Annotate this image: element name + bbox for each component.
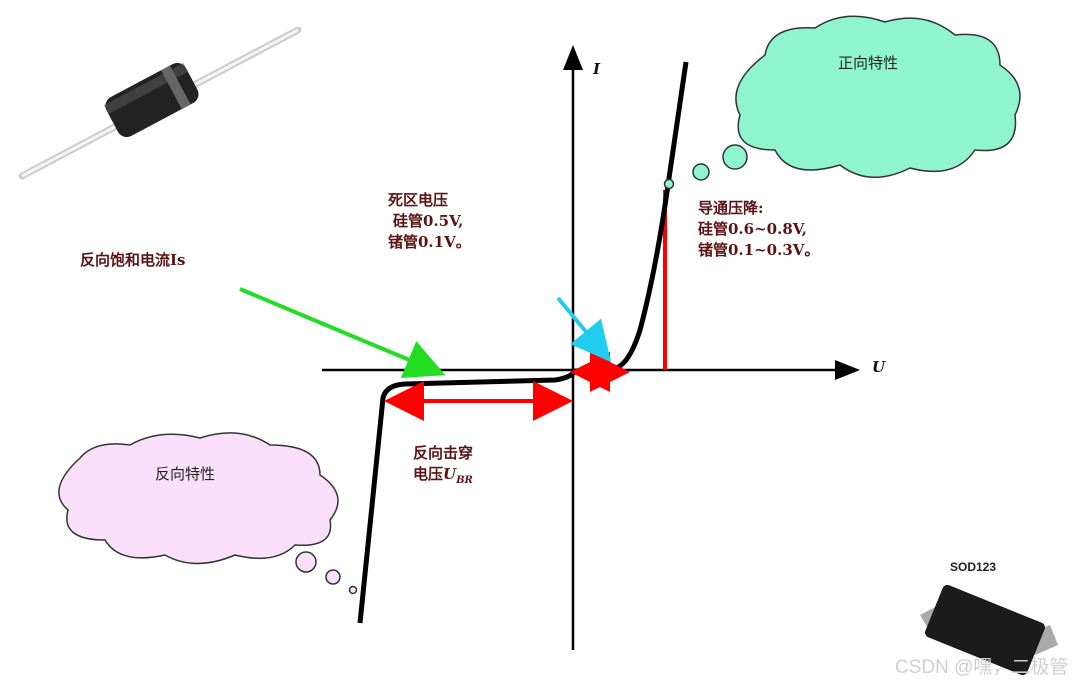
forward-drop-si: 硅管0.6~0.8V, bbox=[698, 220, 807, 238]
breakdown-symbol: U bbox=[443, 465, 457, 483]
threshold-pointer-arrow bbox=[556, 296, 612, 363]
reverse-cloud-text: 反向特性 bbox=[155, 465, 216, 483]
x-axis-label: U bbox=[872, 358, 886, 376]
forward-cloud bbox=[692, 15, 1021, 181]
package-label: SOD123 bbox=[950, 560, 997, 574]
watermark: CSDN @嘿，二极管 bbox=[895, 657, 1069, 678]
dead-zone-ge: 锗管0.1V。 bbox=[388, 233, 471, 251]
y-axis-label: I bbox=[593, 60, 601, 78]
forward-cloud-text: 正向特性 bbox=[838, 54, 899, 72]
forward-cloud-dot bbox=[663, 178, 675, 190]
breakdown-subscript: BR bbox=[456, 475, 473, 486]
iv-curve bbox=[357, 61, 689, 624]
dead-zone-title: 死区电压 bbox=[388, 191, 449, 209]
breakdown-voltage-text: 电压 bbox=[413, 465, 444, 483]
saturation-pointer-arrow bbox=[239, 287, 446, 379]
axial-diode-image bbox=[18, 26, 302, 180]
reverse-saturation-label: 反向饱和电流Is bbox=[80, 251, 186, 269]
reverse-cloud bbox=[58, 432, 358, 595]
dead-zone-si: 硅管0.5V, bbox=[393, 212, 464, 230]
dead-zone-label: 死区电压 硅管0.5V, 锗管0.1V。 bbox=[388, 190, 471, 253]
forward-drop-label: 导通压降: 硅管0.6~0.8V, 锗管0.1~0.3V。 bbox=[698, 198, 819, 261]
forward-drop-title: 导通压降: bbox=[698, 199, 764, 217]
forward-drop-ge: 锗管0.1~0.3V。 bbox=[698, 241, 820, 259]
breakdown-title: 反向击穿 bbox=[413, 444, 474, 462]
breakdown-label: 反向击穿 电压UBR bbox=[413, 443, 473, 491]
sod123-package-image bbox=[920, 584, 1058, 676]
